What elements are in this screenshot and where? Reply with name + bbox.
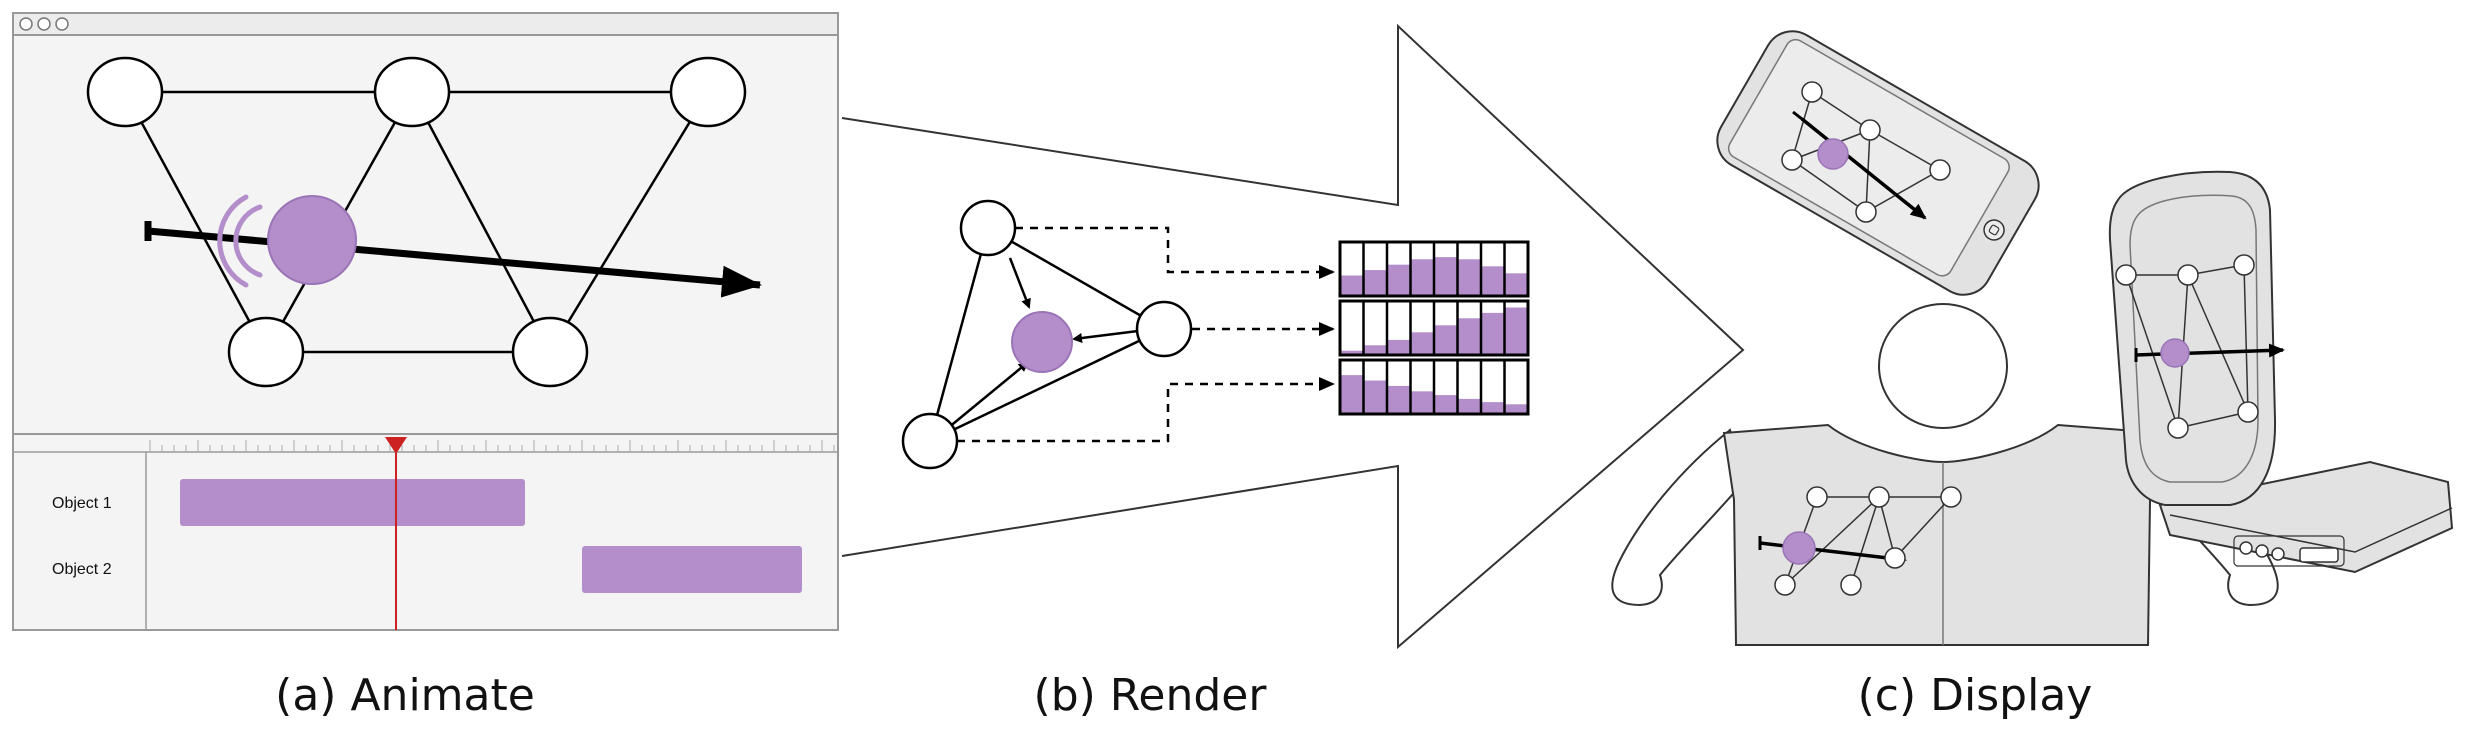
waveform-fill [1363,380,1387,414]
playhead-marker[interactable] [385,437,407,454]
track-label-object-2: Object 2 [52,561,112,578]
render-output-connectors [957,226,1335,443]
actuator-node [1929,159,1951,181]
actuator-node [1801,81,1823,103]
render-graph-arrows [947,257,1139,429]
actuator-node [2115,264,2137,286]
actuator-node [959,199,1017,257]
actuator-node [1884,547,1906,569]
traffic-light-dots[interactable] [19,17,69,31]
waveform-fill [1387,264,1411,296]
actuator-node [2237,401,2259,423]
actuator-node [901,412,959,470]
waveform-row [1338,240,1530,298]
waveform-fill [1434,257,1458,296]
virtual-actuator[interactable] [267,195,357,285]
actuator-node [1806,486,1828,508]
render-graph-edges [928,226,1165,443]
seat-controls [2233,535,2345,567]
waveform-fill [1410,332,1434,355]
waveform-row [1338,299,1530,357]
waveform-fill [1504,404,1528,414]
vibration-waves [217,194,263,288]
animation-clip-object-1[interactable] [180,479,525,526]
waveform-fill [1481,266,1505,296]
waveform-fill [1410,259,1434,296]
waveform-fill [1481,402,1505,414]
waveform-fill [1340,275,1364,296]
animate-panel: Object 1 Object 2 [12,12,839,631]
waveform-fill [1481,312,1505,355]
waveform-fill [1363,345,1387,355]
waveform-fill [1457,259,1481,296]
actuator-node [373,56,451,128]
pipeline-arrow [841,23,1745,650]
actuator-node [1859,119,1881,141]
animation-clip-object-2[interactable] [582,546,802,593]
seat-base [2158,460,2454,574]
display-panel [1611,30,2454,646]
caption-render: (b) Render [1034,670,1268,721]
actuator-node [669,56,747,128]
left-arm [1611,428,1747,607]
actuator-node [511,316,589,388]
waveform-fill [1457,398,1481,414]
seat-device [2108,170,2454,574]
actuator-graph-edges [123,90,710,354]
timeline: Object 1 Object 2 [12,433,839,631]
waveform-fill [1457,318,1481,355]
actuator-node [227,316,305,388]
waveform-fill [1434,395,1458,414]
waveform-fill [1340,350,1364,355]
waveform-fill [1387,339,1411,355]
waveform-fill [1410,391,1434,414]
virtual-actuator [1817,138,1849,170]
waveform-fill [1387,385,1411,414]
home-button [1983,219,2005,241]
actuator-node [1774,574,1796,596]
virtual-actuator [2160,338,2190,368]
actuator-node [1940,486,1962,508]
actuator-node [2167,417,2189,439]
actuator-node [1855,201,1877,223]
track-label-object-1: Object 1 [52,495,112,512]
actuator-node [1781,149,1803,171]
actuator-node [2233,254,2255,276]
render-nodes [901,199,1193,470]
timeline-ruler[interactable] [149,440,835,452]
waveform-row [1338,358,1530,416]
virtual-actuator [1782,531,1816,565]
waveform-fill [1340,375,1364,414]
render-panel [901,199,1530,470]
waveform-fill [1434,325,1458,355]
motion-arrow[interactable] [144,221,762,298]
waveform-grid [1338,240,1530,416]
actuator-node [1868,486,1890,508]
waveform-fill [1504,273,1528,296]
head [1878,303,2008,429]
phone-device [1716,30,2040,296]
actuator-node [2177,264,2199,286]
actuator-node [1840,574,1862,596]
waveform-fill [1504,307,1528,355]
actuator-nodes [86,56,747,388]
virtual-actuator [1011,311,1073,373]
seat-back [2108,170,2277,506]
title-bar [12,12,839,36]
caption-display: (c) Display [1858,670,2093,721]
actuator-node [86,56,164,128]
waveform-fill [1363,270,1387,296]
phone-motion-arrow [1792,110,1927,220]
caption-animate: (a) Animate [275,670,535,721]
actuator-node [1135,300,1193,358]
